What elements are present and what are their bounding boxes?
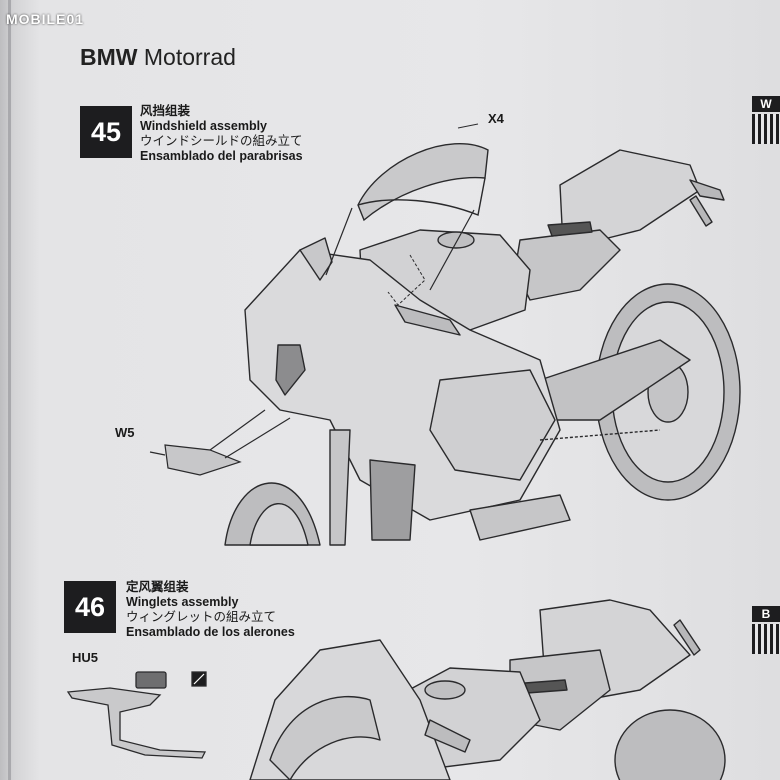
step-number-46: 46 (64, 581, 116, 633)
watermark-text: MOBILE01 (6, 11, 85, 27)
side-tab-top-letter: W (752, 96, 780, 112)
part-label-w5: W5 (115, 425, 135, 440)
step-45-titles: 风挡组装 Windshield assembly ウインドシールドの組み立て E… (140, 104, 303, 164)
step-45-title-jp: ウインドシールドの組み立て (140, 134, 303, 148)
step-46-title-en: Winglets assembly (126, 595, 239, 609)
step-46-title-es: Ensamblado de los alerones (126, 625, 295, 639)
step-45-title-en: Windshield assembly (140, 119, 268, 133)
side-tab-top-bars (752, 114, 780, 144)
part-label-hu5: HU5 (72, 650, 99, 665)
brand-bold: BMW (80, 44, 138, 70)
side-tab-bottom-bars (752, 624, 780, 654)
side-tab-bottom: B (752, 606, 780, 654)
step-46-title-jp: ウィングレットの組み立て (126, 610, 277, 624)
step-45-title-es: Ensamblado del parabrisas (140, 149, 303, 163)
brand-rest: Motorrad (143, 44, 236, 70)
step-46-title-cn: 定风翼组装 (126, 580, 189, 594)
part-label-x4: X4 (488, 111, 504, 126)
watermark: MOBILE01 (6, 6, 84, 32)
side-tab-bottom-letter: B (752, 606, 780, 622)
page-edge (8, 0, 11, 780)
step-46-titles: 定风翼组装 Winglets assembly ウィングレットの組み立て Ens… (126, 580, 295, 640)
step-45-title-cn: 风挡组装 (140, 104, 191, 118)
step-number-45: 45 (80, 106, 132, 158)
side-tab-top: W (752, 96, 780, 144)
brand-title: BMW Motorrad (80, 44, 236, 71)
